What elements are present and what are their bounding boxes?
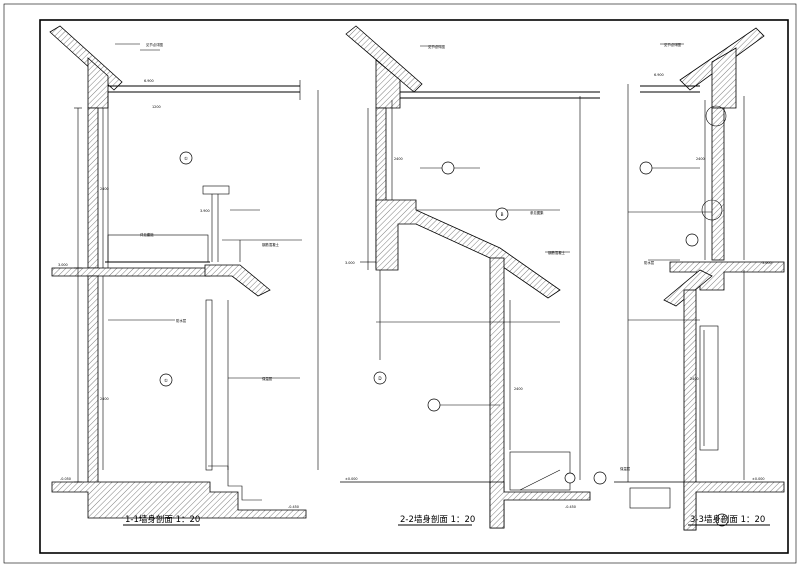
axis-label-a2: ①: [164, 378, 168, 383]
base-3: [614, 481, 785, 531]
elev-s1-top: 6.900: [144, 79, 154, 83]
section-3-3: ① 3.000 ±0.000 6.900 2400 2400 见节点详图 防水层…: [593, 27, 785, 531]
elev-s3-floor: 3.000: [762, 261, 772, 265]
note-s2-2: 参见图集: [530, 210, 544, 215]
axis-marker-a2: [159, 373, 173, 387]
axis-label-a1: ①: [184, 156, 188, 161]
section-marker-s2-1: [441, 161, 455, 175]
note-s1-2: 详见建施: [140, 232, 154, 237]
eave-lower-3: [663, 269, 713, 307]
stair-slab-2: [375, 199, 561, 299]
dim-s3-upper: 2400: [696, 157, 705, 161]
dim-s3-lower: 2400: [690, 377, 699, 381]
floor-slab-1: [51, 267, 211, 277]
inner-frame: [39, 19, 789, 554]
note-s3-3: 保温层: [620, 466, 631, 471]
elev-s1-ground2: -0.450: [288, 505, 299, 509]
elev-s1-floor: 3.000: [58, 263, 68, 267]
dim-s1-upper: 2400: [100, 187, 109, 191]
note-s3-2: 防水层: [644, 260, 655, 265]
section-marker-s2-3: [564, 472, 576, 484]
axis-marker-b: [495, 207, 509, 221]
eave-block-2: [375, 59, 401, 109]
dim-s2-lower: 2400: [514, 387, 523, 391]
note-s1-1: 见节点详图: [146, 42, 164, 47]
roof-slab-1: [49, 25, 123, 91]
detail-circle-3a: [705, 105, 727, 127]
section-title-1: 1-1墙身剖面 1：20: [125, 514, 200, 525]
balcony-slab-1: [204, 264, 271, 297]
section-marker-s3-3: [593, 471, 607, 485]
section-marker-s3-1: [639, 161, 653, 175]
floor-slab-3: [669, 261, 785, 291]
dim-s1-floor: 1200: [152, 105, 161, 109]
section-title-2: 2-2墙身剖面 1：20: [400, 514, 475, 525]
axis-label-b: B: [501, 212, 504, 217]
elev-s2-ground: ±0.000: [345, 477, 358, 481]
wall-upper-3: [711, 107, 725, 261]
foundation-1: [51, 481, 307, 519]
axis-label-i: ①: [720, 518, 724, 523]
note-s1-3: 钢筋混凝土: [262, 242, 280, 247]
outer-frame: [3, 3, 797, 564]
elev-s1-mid: 3.900: [200, 209, 210, 213]
elev-s2-floor: 3.000: [345, 261, 355, 265]
section-marker-s3-2: [685, 233, 699, 247]
base-2: [340, 481, 591, 529]
note-s2-1: 见节点详图: [428, 44, 446, 49]
wall-lower-1: [87, 275, 99, 487]
section-1-1: ① ① 3.000 -0.050 -0.450 6.900 3.900 2400…: [49, 25, 319, 526]
axis-marker-d: [373, 371, 387, 385]
detail-circle-3b: [701, 199, 723, 221]
note-s2-3: 钢筋混凝土: [548, 250, 566, 255]
axis-marker-i: [715, 513, 729, 527]
note-s1-5: 保温层: [262, 376, 273, 381]
note-s1-4: 防水层: [176, 318, 187, 323]
dim-s2-upper: 2400: [394, 157, 403, 161]
elev-s1-ground: -0.050: [60, 477, 71, 481]
section-2-2: B D 3.000 ±0.000 -0.450 2400 2400 见节点详图 …: [340, 25, 600, 529]
elev-s3-ground: ±0.000: [752, 477, 765, 481]
wall-upper-1: [87, 107, 99, 269]
axis-label-d: D: [378, 376, 381, 381]
elev-s3-top: 6.900: [654, 73, 664, 77]
axis-marker-a1: [179, 151, 193, 165]
section-marker-s2-2: [427, 398, 441, 412]
eave-block-3: [711, 47, 737, 109]
note-s3-1: 见节点详图: [664, 42, 682, 47]
elev-s2-ground2: -0.450: [565, 505, 576, 509]
section-title-3: 3-3墙身剖面 1：20: [690, 514, 765, 525]
dim-s1-lower: 2400: [100, 397, 109, 401]
